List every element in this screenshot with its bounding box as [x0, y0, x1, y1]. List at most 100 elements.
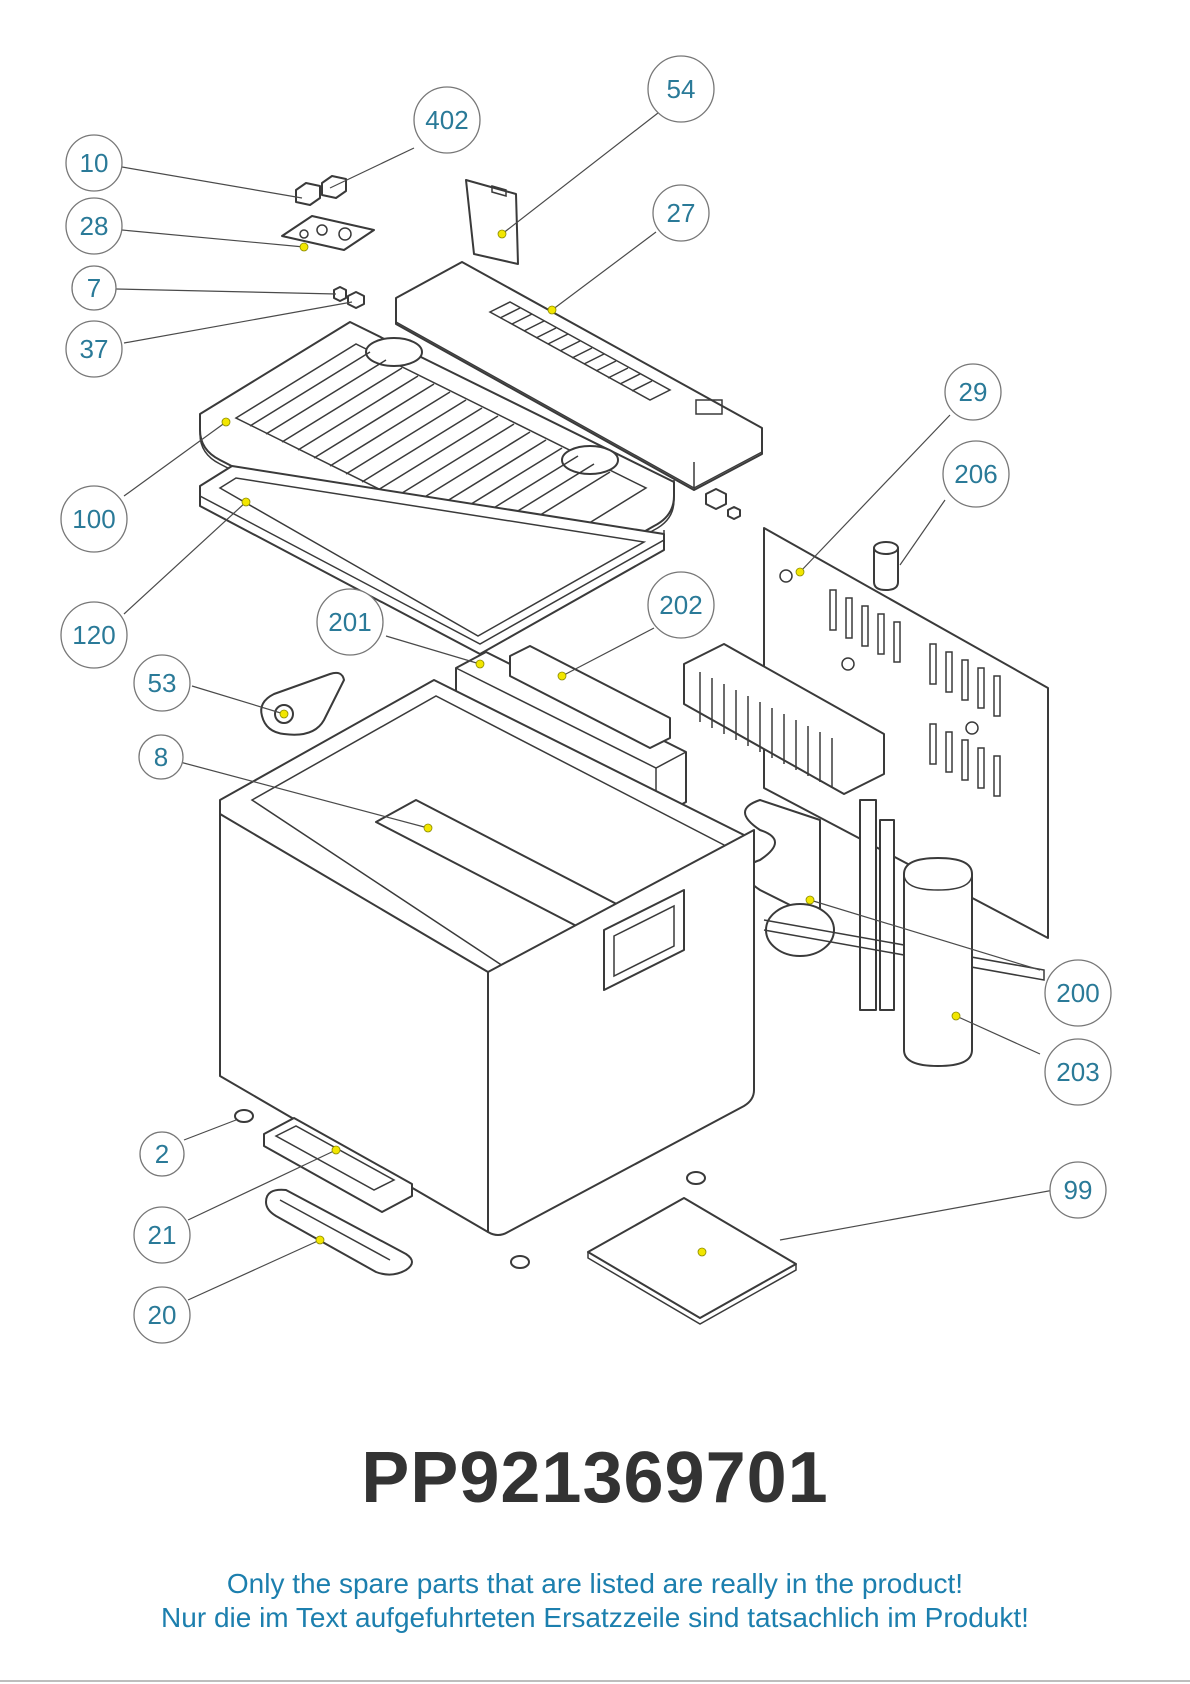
burner-cover-part — [903, 857, 973, 1067]
vent-grille-part — [395, 261, 763, 491]
svg-text:21: 21 — [148, 1220, 177, 1250]
tray-part — [265, 1188, 413, 1276]
leader-120 — [123, 501, 247, 615]
callout-27[interactable]: 27 — [652, 184, 710, 242]
callout-203[interactable]: 203 — [1044, 1038, 1112, 1106]
marker-dot — [795, 567, 805, 577]
leader-28 — [121, 229, 305, 248]
callout-2[interactable]: 2 — [139, 1131, 185, 1177]
callout-7[interactable]: 7 — [71, 265, 117, 311]
leader-202 — [561, 627, 655, 677]
notice-english: Only the spare parts that are listed are… — [226, 1568, 964, 1599]
svg-text:402: 402 — [425, 105, 468, 135]
marker-dot — [697, 1247, 707, 1257]
marker-dot — [951, 1011, 961, 1021]
callout-54[interactable]: 54 — [647, 55, 715, 123]
control-plate-part — [281, 215, 375, 251]
leader-27 — [551, 231, 657, 311]
lid-screw-part — [727, 506, 741, 520]
cooling-fins — [699, 672, 833, 788]
vent-pipe-part — [873, 541, 899, 591]
marker-dots — [221, 229, 961, 1257]
callout-37[interactable]: 37 — [65, 320, 123, 378]
screw-and-clip-parts — [333, 286, 365, 309]
svg-text:203: 203 — [1056, 1057, 1099, 1087]
callout-28[interactable]: 28 — [65, 197, 123, 255]
cooling-unit-part — [683, 643, 1045, 1011]
marker-dot — [805, 895, 815, 905]
leader-2 — [183, 1119, 237, 1141]
svg-text:54: 54 — [667, 74, 696, 104]
callout-21[interactable]: 21 — [133, 1206, 191, 1264]
svg-text:2: 2 — [155, 1139, 169, 1169]
marker-dot — [331, 1145, 341, 1155]
callout-10[interactable]: 10 — [65, 134, 123, 192]
callout-202[interactable]: 202 — [647, 571, 715, 639]
small-cover-part — [465, 179, 519, 265]
svg-text:120: 120 — [72, 620, 115, 650]
callout-402[interactable]: 402 — [413, 86, 481, 154]
marker-dot — [557, 671, 567, 681]
leader-8 — [179, 761, 429, 829]
callout-200[interactable]: 200 — [1044, 959, 1112, 1027]
rear-panel-part — [763, 527, 1049, 939]
svg-text:29: 29 — [959, 377, 988, 407]
leader-29 — [799, 414, 951, 573]
callout-53[interactable]: 53 — [133, 654, 191, 712]
cabinet-part — [219, 679, 755, 1236]
callout-206[interactable]: 206 — [942, 440, 1010, 508]
marker-dot — [279, 709, 289, 719]
leader-200 — [809, 899, 1041, 971]
leader-100 — [123, 421, 227, 497]
svg-text:206: 206 — [954, 459, 997, 489]
callout-201[interactable]: 201 — [316, 588, 384, 656]
leader-21 — [187, 1149, 337, 1221]
rear-panel-slots — [829, 589, 1001, 797]
svg-text:202: 202 — [659, 590, 702, 620]
leader-201 — [385, 635, 481, 665]
svg-text:200: 200 — [1056, 978, 1099, 1008]
leader-20 — [187, 1239, 321, 1301]
marker-dot — [221, 417, 231, 427]
foot-part — [234, 1109, 254, 1123]
lid-ribs — [249, 351, 611, 547]
callouts: 54 402 10 28 27 7 37 29 206 100 120 201 … — [60, 55, 1112, 1344]
callout-8[interactable]: 8 — [138, 734, 184, 780]
leader-99 — [779, 1189, 1055, 1241]
marker-dot — [547, 305, 557, 315]
callout-120[interactable]: 120 — [60, 601, 128, 669]
foot-part — [686, 1171, 706, 1185]
callout-99[interactable]: 99 — [1049, 1161, 1107, 1219]
marker-dot — [475, 659, 485, 669]
bottom-divider — [0, 1680, 1190, 1682]
svg-text:27: 27 — [667, 198, 696, 228]
leader-206 — [899, 499, 946, 566]
gasket-part — [199, 465, 665, 655]
marker-dot — [497, 229, 507, 239]
svg-text:37: 37 — [80, 334, 109, 364]
leader-37 — [123, 301, 353, 344]
leader-7 — [115, 288, 337, 295]
parts-line-art — [199, 175, 1049, 1325]
callout-100[interactable]: 100 — [60, 485, 128, 553]
marker-dot — [315, 1235, 325, 1245]
side-handle-part — [260, 671, 345, 736]
leader-53 — [191, 685, 285, 715]
part-number-title: PP921369701 — [361, 1438, 829, 1518]
leader-10 — [121, 166, 303, 199]
svg-text:7: 7 — [87, 273, 101, 303]
svg-text:8: 8 — [154, 742, 168, 772]
knob-parts — [295, 175, 347, 206]
svg-text:53: 53 — [148, 668, 177, 698]
lid-clip-part — [705, 488, 727, 510]
svg-text:100: 100 — [72, 504, 115, 534]
svg-text:20: 20 — [148, 1300, 177, 1330]
leader-54 — [501, 105, 668, 235]
marker-dot — [423, 823, 433, 833]
svg-text:99: 99 — [1064, 1175, 1093, 1205]
callout-29[interactable]: 29 — [944, 363, 1002, 421]
callout-20[interactable]: 20 — [133, 1286, 191, 1344]
leader-402 — [329, 147, 415, 189]
leader-lines — [115, 105, 1055, 1301]
